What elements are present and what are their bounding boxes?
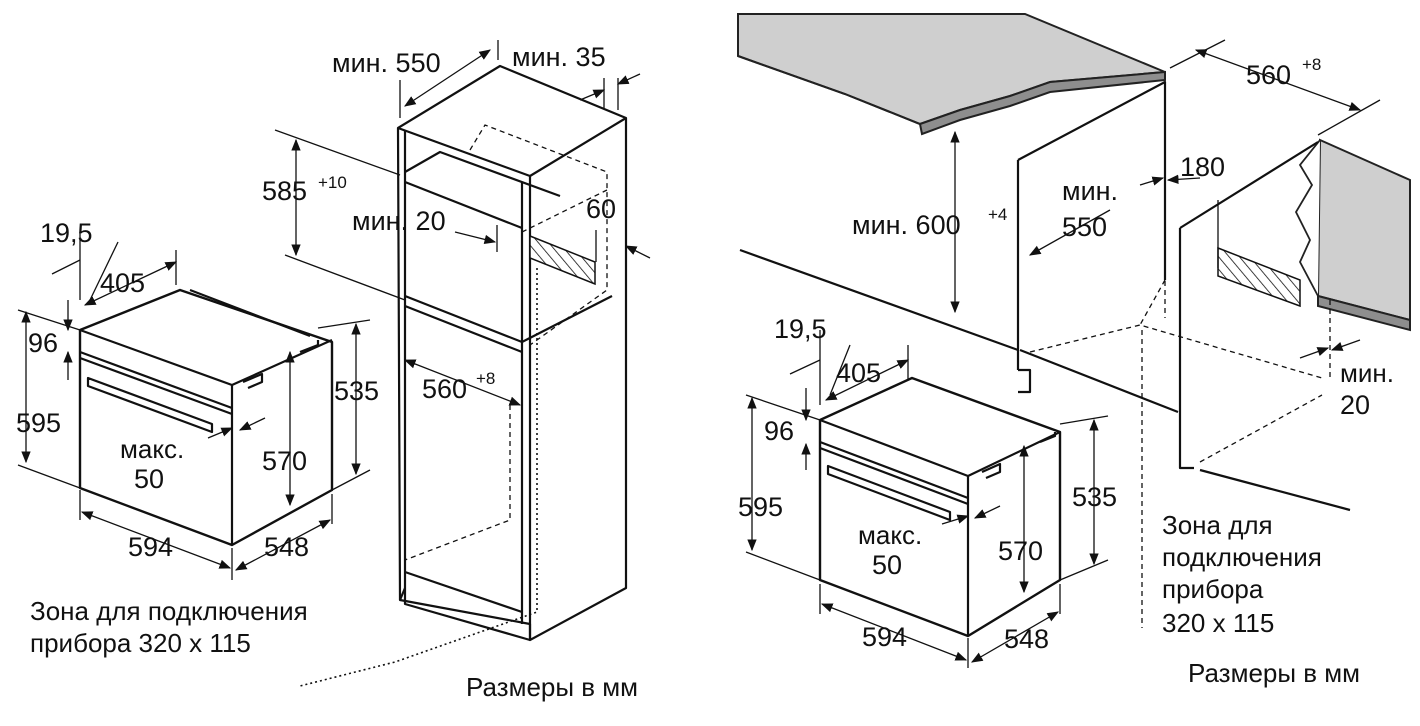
right-labels: 560 +8 180 мин. 550 мин. 600 +4 19,5 405… [738,55,1394,688]
units-note-left: Размеры в мм [466,672,638,702]
label-535-right: 535 [1072,482,1117,512]
left-diagram: мин. 550 мин. 35 585 +10 мин. 20 60 19,5… [16,40,651,702]
label-560: 560 [422,374,467,404]
label-595-right: 595 [738,492,783,522]
left-labels: мин. 550 мин. 35 585 +10 мин. 20 60 19,5… [16,42,638,702]
label-min-600: мин. 600 [852,210,961,240]
label-19-5-right: 19,5 [774,314,827,344]
label-min: мин. [1062,176,1118,206]
label-96: 96 [28,328,58,358]
label-550-right: 550 [1062,212,1107,242]
label-535: 535 [334,376,379,406]
label-595: 595 [16,408,61,438]
connection-zone-line1: Зона для подключения [30,596,308,626]
label-560-tolerance: +8 [476,369,495,388]
label-405-right: 405 [836,358,881,388]
oven-left [78,288,334,547]
label-min-20: мин. 20 [352,206,446,236]
label-min-35: мин. 35 [512,42,606,72]
label-570-right: 570 [998,536,1043,566]
label-max-right: макс. [858,520,922,550]
label-594: 594 [128,532,173,562]
label-max: макс. [120,434,184,464]
tall-cabinet [299,64,628,687]
oven-left-dimensions [17,232,371,580]
label-585: 585 [262,176,307,206]
connection-zone-right-line1: Зона для [1162,510,1273,540]
label-560-tolerance-right: +8 [1302,55,1321,74]
label-96-right: 96 [764,416,794,446]
label-560-right: 560 [1246,60,1291,90]
label-570: 570 [262,446,307,476]
niche-dimensions [950,39,1381,359]
label-min-550: мин. 550 [332,48,441,78]
label-548-right: 548 [1004,624,1049,654]
niche [739,80,1351,628]
label-594-right: 594 [862,622,907,652]
right-diagram: 560 +8 180 мин. 550 мин. 600 +4 19,5 405… [737,13,1411,688]
units-note-right: Размеры в мм [1188,658,1360,688]
connection-zone-line2: прибора 320 x 115 [30,628,251,658]
cabinet-dimensions [274,40,651,406]
label-548: 548 [264,532,309,562]
label-min-20-right-b: 20 [1340,390,1370,420]
connection-zone-right-line4: 320 x 115 [1162,608,1274,638]
label-585-tolerance: +10 [318,173,347,192]
label-19-5: 19,5 [40,218,93,248]
label-180: 180 [1180,152,1225,182]
label-600-tolerance: +4 [988,205,1007,224]
label-max-50: 50 [134,464,164,494]
label-60: 60 [586,194,616,224]
connection-zone-right-line3: прибора [1162,574,1264,604]
connection-zone-right-line2: подключения [1162,542,1322,572]
oven-right-dimensions [745,330,1109,668]
label-min-20-right-a: мин. [1340,358,1394,388]
label-405: 405 [100,268,145,298]
label-max-50-right: 50 [872,550,902,580]
countertop [737,13,1411,332]
